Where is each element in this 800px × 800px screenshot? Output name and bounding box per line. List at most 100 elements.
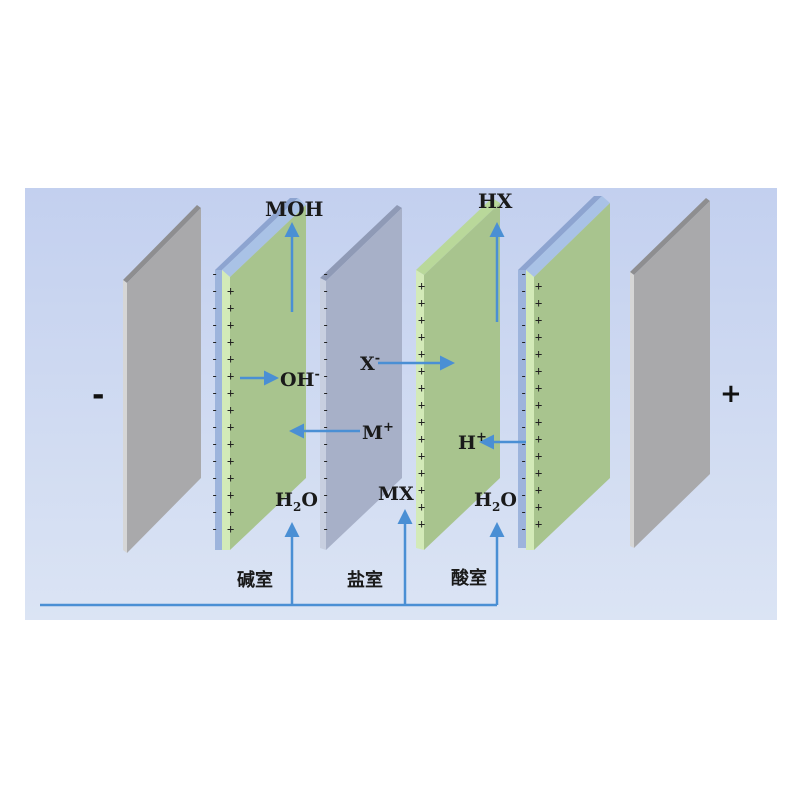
charge-sign: +: [418, 500, 425, 514]
charge-sign: +: [535, 415, 542, 429]
charge-sign: +: [227, 454, 234, 468]
cathode-electrode: [123, 205, 201, 553]
charge-sign: -: [211, 267, 218, 281]
charge-sign: -: [211, 369, 218, 383]
charge-sign: -: [322, 437, 329, 451]
charge-sign: -: [322, 471, 329, 485]
charge-sign: +: [535, 517, 542, 531]
charge-sign: -: [211, 471, 218, 485]
charge-sign: +: [418, 347, 425, 361]
charge-sign: +: [418, 483, 425, 497]
charge-sign: +: [418, 364, 425, 378]
charge-sign: -: [322, 335, 329, 349]
charge-sign: -: [520, 488, 527, 502]
charge-sign: +: [535, 313, 542, 327]
charge-sign: +: [535, 500, 542, 514]
room-label-acid: 酸室: [451, 567, 487, 589]
signs-bpm2-negative: ----------------: [520, 267, 527, 536]
charge-sign: +: [535, 296, 542, 310]
charge-sign: +: [535, 364, 542, 378]
charge-sign: -: [211, 522, 218, 536]
charge-sign: +: [535, 279, 542, 293]
anode-electrode: [630, 198, 710, 548]
charge-sign: -: [520, 369, 527, 383]
charge-sign: +: [535, 330, 542, 344]
charge-sign: +: [227, 301, 234, 315]
charge-sign: -: [520, 284, 527, 298]
room-label-salt: 盐室: [347, 569, 383, 591]
charge-sign: +: [227, 352, 234, 366]
label-mx: MX: [378, 483, 414, 505]
charge-sign: -: [322, 352, 329, 366]
label-oh: OH-: [280, 367, 320, 391]
charge-sign: -: [520, 420, 527, 434]
charge-sign: +: [227, 403, 234, 417]
charge-sign: -: [322, 488, 329, 502]
green-membrane: [416, 198, 500, 550]
charge-sign: +: [535, 398, 542, 412]
charge-sign: -: [322, 386, 329, 400]
charge-sign: +: [227, 471, 234, 485]
charge-sign: -: [322, 301, 329, 315]
charge-sign: -: [211, 420, 218, 434]
signs-green-positive: +++++++++++++++: [418, 279, 425, 531]
charge-sign: -: [520, 471, 527, 485]
charge-sign: +: [418, 313, 425, 327]
flow-arrows: [40, 222, 526, 607]
charge-sign: -: [520, 318, 527, 332]
charge-sign: -: [520, 335, 527, 349]
charge-sign: +: [418, 449, 425, 463]
charge-sign: -: [211, 284, 218, 298]
charge-sign: +: [418, 330, 425, 344]
charge-sign: +: [535, 466, 542, 480]
charge-sign: -: [520, 301, 527, 315]
label-h2o-base: H2O: [275, 489, 318, 514]
charge-sign: -: [520, 386, 527, 400]
charge-sign: +: [227, 505, 234, 519]
charge-sign: -: [211, 488, 218, 502]
charge-sign: +: [535, 449, 542, 463]
membrane-charge-signs: ----------------+++++++++++++++---------…: [211, 267, 542, 536]
charge-sign: -: [322, 403, 329, 417]
charge-sign: +: [227, 437, 234, 451]
label-moh: MOH: [265, 197, 323, 221]
room-label-base: 碱室: [237, 569, 273, 591]
charge-sign: -: [211, 318, 218, 332]
cathode-sign: -: [92, 378, 104, 413]
charge-sign: +: [535, 432, 542, 446]
charge-sign: -: [520, 505, 527, 519]
charge-sign: +: [227, 522, 234, 536]
signs-salt-negative: ----------------: [322, 267, 329, 536]
label-h2o-acid: H2O: [474, 489, 517, 514]
charge-sign: -: [211, 437, 218, 451]
charge-sign: -: [211, 335, 218, 349]
charge-sign: -: [520, 522, 527, 536]
charge-sign: -: [322, 369, 329, 383]
charge-sign: +: [227, 488, 234, 502]
charge-sign: -: [322, 318, 329, 332]
charge-sign: +: [418, 432, 425, 446]
anode-sign: +: [720, 379, 742, 409]
charge-sign: +: [227, 420, 234, 434]
charge-sign: +: [227, 386, 234, 400]
charge-sign: +: [418, 279, 425, 293]
charge-sign: -: [520, 267, 527, 281]
charge-sign: -: [211, 454, 218, 468]
charge-sign: +: [418, 415, 425, 429]
charge-sign: +: [227, 369, 234, 383]
charge-sign: -: [322, 284, 329, 298]
signs-bpm1-positive: +++++++++++++++: [227, 284, 234, 536]
bipolar-membrane-2: [518, 196, 610, 550]
charge-sign: -: [520, 437, 527, 451]
charge-sign: +: [227, 284, 234, 298]
charge-sign: +: [227, 318, 234, 332]
charge-sign: -: [520, 403, 527, 417]
charge-sign: -: [211, 386, 218, 400]
charge-sign: -: [322, 505, 329, 519]
charge-sign: -: [322, 454, 329, 468]
label-hx: HX: [478, 189, 513, 213]
charge-sign: +: [418, 466, 425, 480]
label-x: X-: [360, 351, 380, 375]
charge-sign: -: [322, 522, 329, 536]
